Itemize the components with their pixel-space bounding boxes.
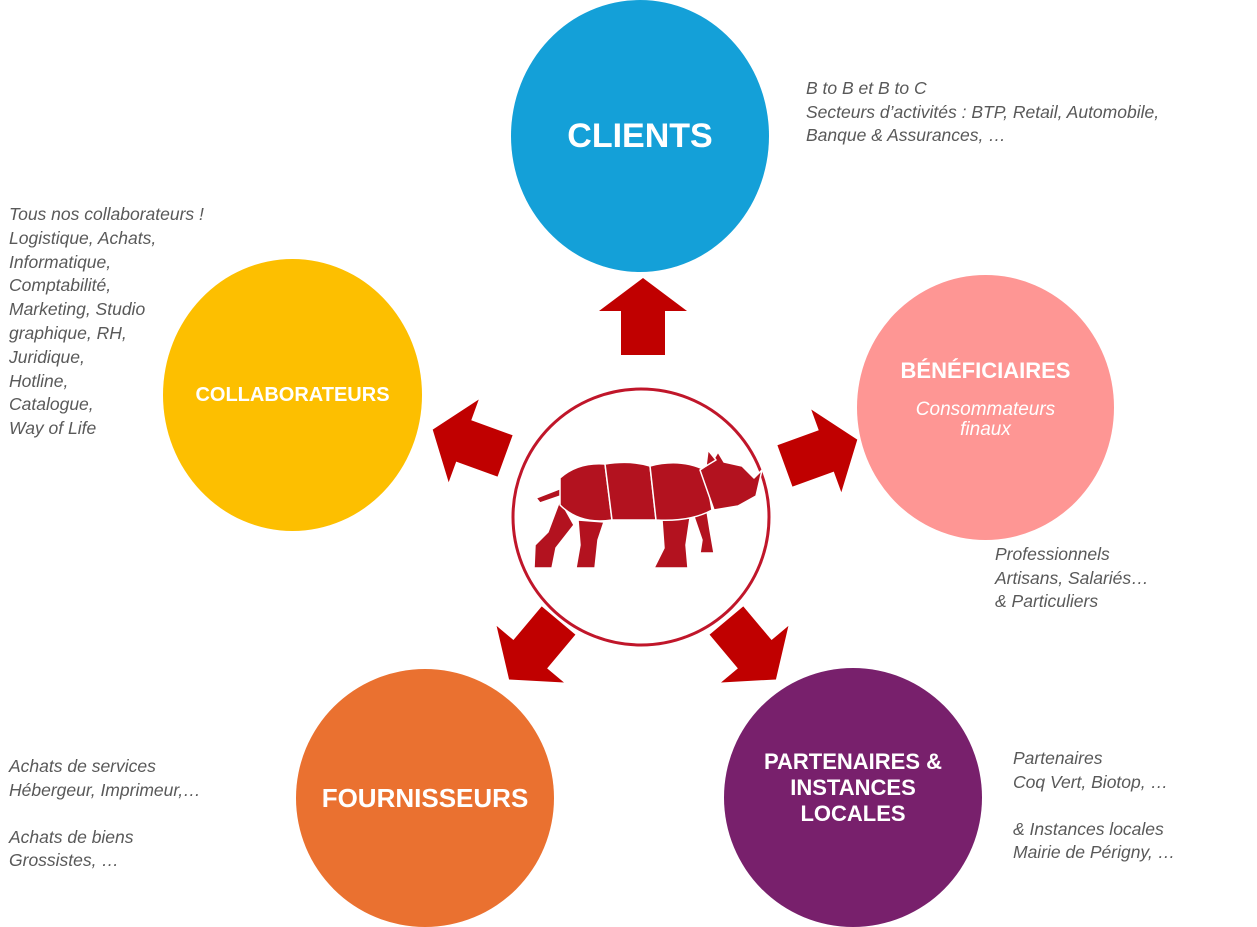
arrow-to-collaborateurs-icon <box>417 388 521 498</box>
collaborateurs-note: Tous nos collaborateurs ! Logistique, Ac… <box>9 204 204 439</box>
beneficiaires-circle: BÉNÉFICIAIRES Consommateurs finaux <box>857 275 1114 540</box>
clients-title: CLIENTS <box>567 116 713 155</box>
beneficiaires-title: BÉNÉFICIAIRES <box>900 357 1071 383</box>
clients-circle: CLIENTS <box>511 0 769 272</box>
partenaires-note: Partenaires Coq Vert, Biotop, … & Instan… <box>1013 748 1176 862</box>
fournisseurs-title: FOURNISSEURS <box>321 782 529 813</box>
arrow-to-clients-icon <box>599 278 687 355</box>
fournisseurs-note: Achats de services Hébergeur, Imprimeur,… <box>9 756 201 870</box>
rhino-logo-icon <box>533 449 763 569</box>
beneficiaires-subtitle: Consommateurs finaux <box>915 398 1056 440</box>
collaborateurs-title: COLLABORATEURS <box>195 383 390 406</box>
clients-note: B to B et B to C Secteurs d’activités : … <box>806 78 1160 145</box>
partenaires-title: PARTENAIRES & INSTANCES LOCALES <box>763 748 943 826</box>
beneficiaires-note: Professionnels Artisans, Salariés… & Par… <box>995 544 1149 611</box>
collaborateurs-circle: COLLABORATEURS <box>163 259 422 531</box>
partenaires-circle: PARTENAIRES & INSTANCES LOCALES <box>724 668 982 927</box>
fournisseurs-circle: FOURNISSEURS <box>296 669 554 927</box>
